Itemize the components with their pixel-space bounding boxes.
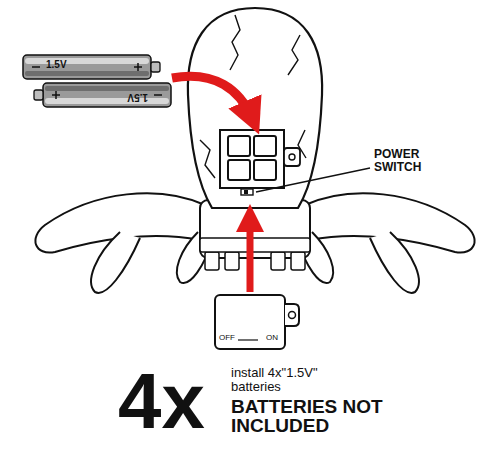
switch-position: ON [266, 334, 278, 343]
quantity: 4x [118, 362, 228, 440]
switch-panel: OFF ON [214, 294, 300, 350]
battery: 1.5V [22, 54, 162, 80]
warning-note: BATTERIES NOT INCLUDED [231, 397, 403, 435]
voltage-label: 1.5V [127, 92, 148, 103]
voltage-label: 1.5V [46, 59, 67, 70]
callout-label: POWER SWITCH [374, 148, 454, 174]
instruction-note: install 4x"1.5V" batteries [231, 366, 367, 394]
switch-position: OFF [219, 334, 235, 343]
battery: 1.5V [32, 82, 172, 108]
